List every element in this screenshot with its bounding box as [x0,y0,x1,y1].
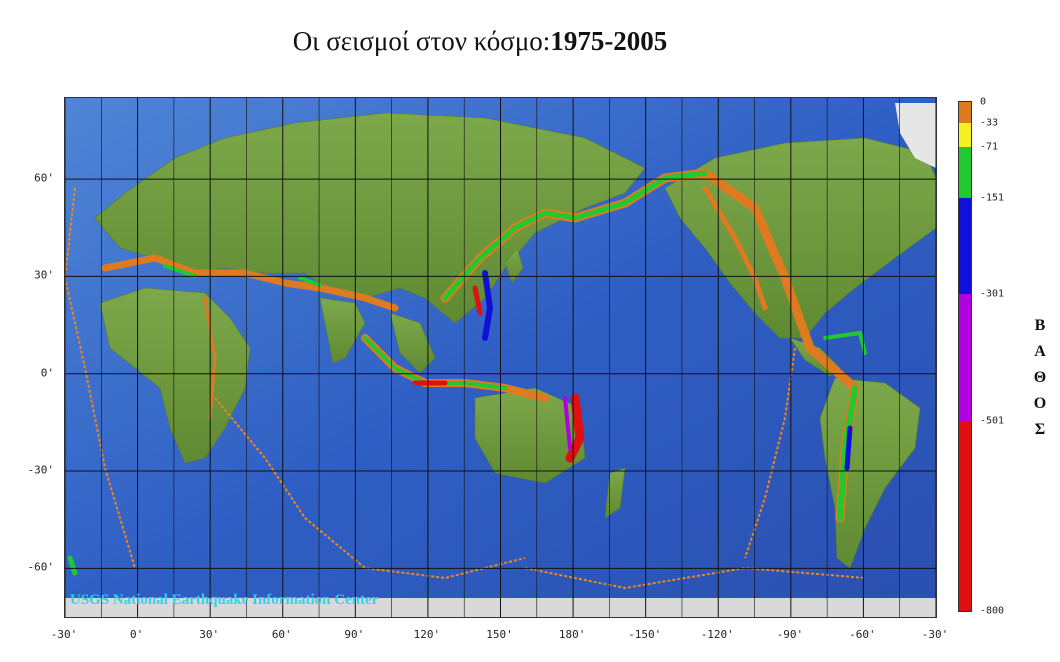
map-canvas [65,98,936,617]
colorbar-segment [959,293,971,421]
marianas-red [472,285,483,316]
colorbar-label: 0 [980,96,987,108]
colorbar-label: -151 [980,192,1005,204]
alpide-belt [101,254,399,312]
y-tick-label: -60' [27,560,55,574]
x-tick-label: 90' [344,628,365,641]
depth-letter: Σ [1034,421,1046,438]
andes-mid [837,385,858,521]
graticule [65,98,936,617]
colorbar-segment [959,102,971,123]
world-map [64,97,937,618]
southern-ridge [524,566,866,590]
x-tick-label: 150' [486,628,513,641]
depth-letter: Α [1034,343,1046,360]
depth-letter: Ο [1033,395,1047,412]
y-tick-label: 0' [40,366,54,380]
western-na-belt [702,185,768,311]
plate-boundaries [65,187,866,590]
x-tick-label: 0' [129,628,144,641]
x-tick-label: -30' [921,628,949,641]
eurasia [94,112,646,324]
colorbar-label: -301 [980,288,1005,299]
tonga-mid [563,396,572,450]
x-tick-label: 60' [271,628,292,641]
x-tick-label: 120' [413,628,441,641]
title-text: Οι σεισμοί στον κόσμο:1975-2005 [293,26,668,56]
greenland-ice [895,103,936,168]
east-pacific-rise [744,347,796,559]
colorbar-label: -800 [980,605,1005,617]
y-tick-label: 60' [34,171,54,185]
credit-text: USGS National Earthquake Information Cen… [70,592,379,608]
depth-letter: Β [1034,317,1046,334]
y-tick-label: -30' [27,463,55,477]
x-tick-label: -150' [628,628,662,641]
y-tick-label: 30' [34,268,54,282]
africa-rift [203,296,217,420]
title-years: 1975-2005 [550,26,668,56]
depth-colorbar [958,101,972,612]
colorbar-label: -71 [980,141,999,153]
mid-atlantic-ridge [65,187,136,569]
south-shetland [67,555,78,576]
australia [474,387,586,484]
colorbar-segment [959,198,971,294]
marianas-deep [482,270,493,341]
andes-deep [844,425,853,471]
colorbar-segment [959,420,971,611]
indian-ridge [214,397,526,580]
alpide-belt-mid [163,264,322,287]
page-title: Οι σεισμοί στον κόσμο:1975-2005 [0,26,960,57]
title-main: Οι σεισμοί στον κόσμο: [292,26,551,56]
pacific-ring-mid [442,170,708,301]
x-tick-label: -120' [700,628,734,641]
colorbar-label: -33 [980,117,999,129]
depth-letter: Θ [1033,369,1047,386]
colorbar-label: -501 [980,415,1005,427]
colorbar-segment [959,122,971,148]
x-tick-label: 30' [199,628,220,641]
colorbar-segment [959,147,971,199]
x-tick-label: -90' [776,628,804,641]
x-tick-label: 180' [558,628,586,641]
x-tick-label: -60' [849,628,876,641]
new-zealand [604,467,626,519]
x-tick-label: -30' [50,628,78,641]
